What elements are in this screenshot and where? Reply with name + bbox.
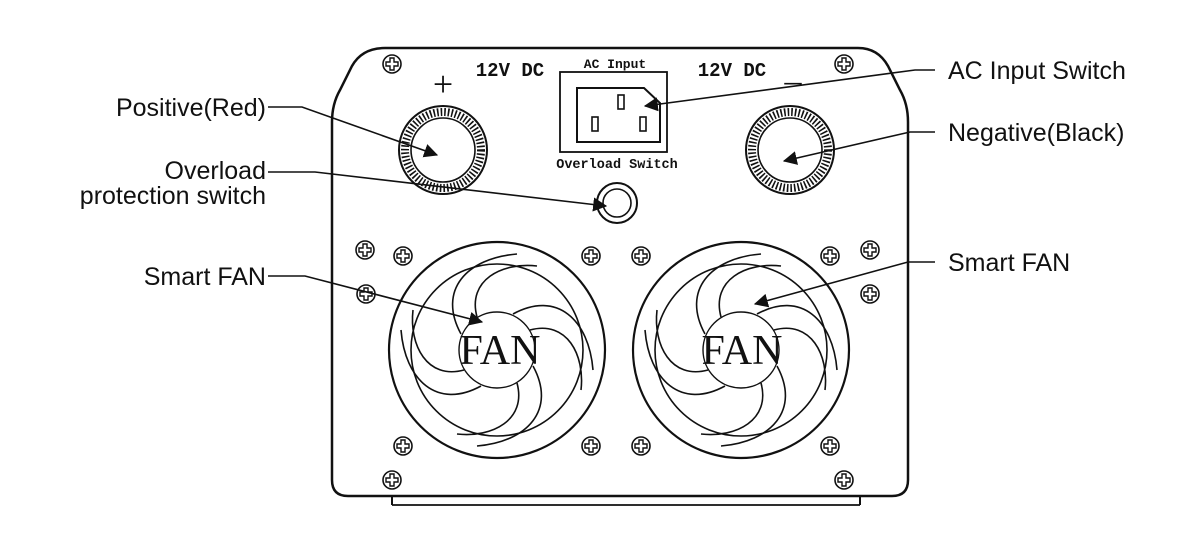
screw-icon (631, 246, 651, 266)
screw-icon (820, 246, 840, 266)
inverter-housing (330, 46, 910, 506)
ac-input-label: AC Input (584, 57, 646, 72)
leader-smart-fan-right (753, 261, 935, 308)
callout-ac-input-switch: AC Input Switch (948, 57, 1126, 85)
screw-icon (382, 470, 402, 490)
callout-overload-line1: Overload (165, 157, 266, 185)
screw-icon (355, 240, 375, 260)
positive-terminal (398, 105, 488, 195)
dc-label-right: 12V DC (698, 60, 766, 82)
screw-icon (581, 436, 601, 456)
ac-input-socket (559, 71, 668, 153)
fan-left-label: FAN (460, 328, 541, 374)
callout-positive: Positive(Red) (116, 94, 266, 122)
callout-negative: Negative(Black) (948, 119, 1124, 147)
dc-label-left: 12V DC (476, 60, 544, 82)
minus-sign: _ (784, 51, 803, 88)
leader-positive (268, 106, 439, 158)
negative-terminal (745, 105, 835, 195)
screw-icon (581, 246, 601, 266)
screw-icon (393, 436, 413, 456)
screw-icon (860, 240, 880, 260)
callout-smart-fan-left: Smart FAN (144, 263, 266, 291)
screw-icon (860, 284, 880, 304)
screw-icon (393, 246, 413, 266)
leader-overload (268, 171, 608, 212)
screw-icon (631, 436, 651, 456)
screw-icon (834, 470, 854, 490)
callout-overload-line2: protection switch (80, 182, 266, 210)
screw-icon (382, 54, 402, 74)
overload-switch-label: Overload Switch (556, 158, 678, 173)
plus-sign: + (433, 64, 453, 104)
screw-icon (820, 436, 840, 456)
callout-smart-fan-right: Smart FAN (948, 249, 1070, 277)
screw-icon (834, 54, 854, 74)
leader-negative (782, 131, 935, 165)
fan-right-label: FAN (702, 328, 783, 374)
leader-ac-input-switch (643, 69, 935, 112)
leader-smart-fan-left (268, 275, 484, 326)
overload-protection-button (596, 182, 638, 224)
